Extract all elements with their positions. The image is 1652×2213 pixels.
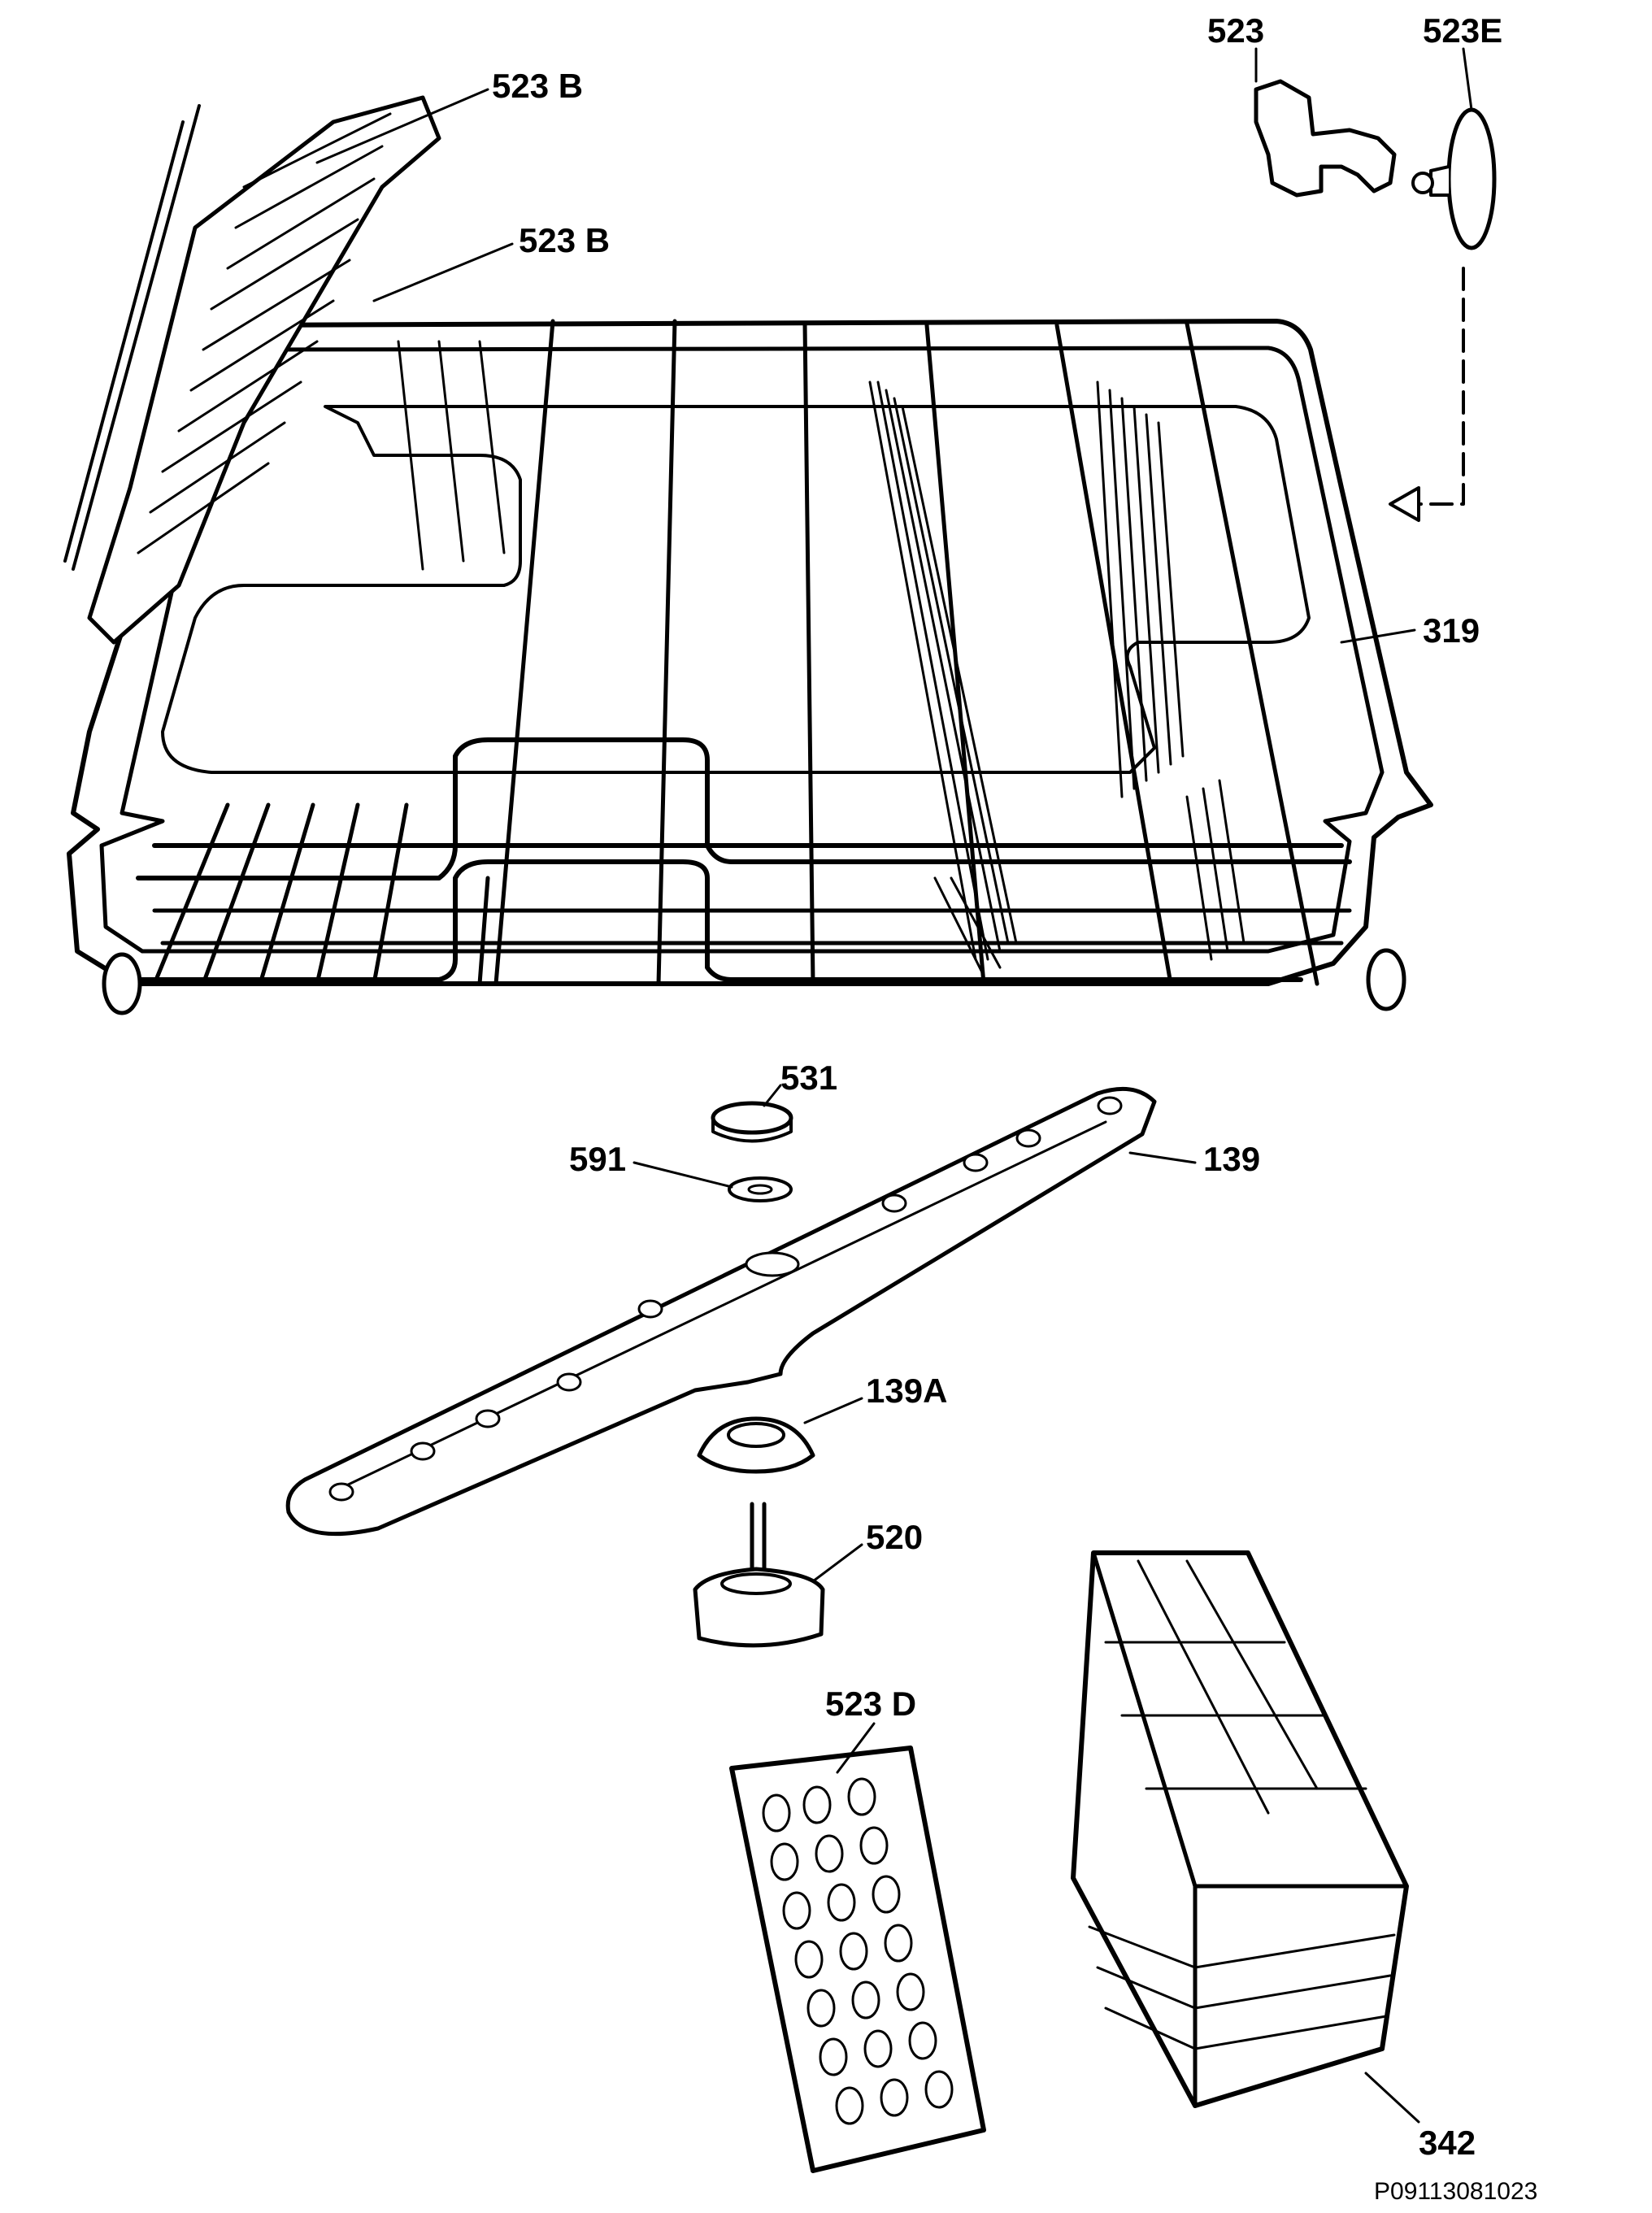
cutlery-basket [1071, 1550, 1409, 2108]
label-139a: 139A [866, 1372, 947, 1410]
label-342: 342 [1419, 2124, 1476, 2162]
lower-spray-arm [285, 1086, 1157, 1537]
end-cap-part [1411, 107, 1497, 250]
folding-rack-flaps [63, 95, 441, 645]
label-523b-lower: 523 B [519, 221, 610, 259]
label-523d: 523 D [825, 1685, 916, 1723]
leader-lines [315, 47, 1473, 2124]
reference-code: P09113081023 [1374, 2178, 1537, 2205]
spray-arm-nut [711, 1101, 793, 1143]
spray-arm-bearing [697, 1416, 815, 1474]
lower-basket-rack [67, 319, 1433, 1015]
label-319: 319 [1423, 611, 1480, 650]
spray-arm-support [693, 1502, 825, 1648]
insertion-arrow [1389, 267, 1465, 522]
washer [728, 1176, 793, 1202]
label-531: 531 [780, 1059, 837, 1097]
label-139: 139 [1203, 1140, 1260, 1178]
label-523b-upper: 523 B [492, 67, 583, 105]
label-523: 523 [1207, 11, 1264, 50]
clip-part [1254, 79, 1397, 198]
label-523e: 523E [1423, 11, 1502, 50]
cutlery-basket-lid [729, 1746, 986, 2173]
label-591: 591 [569, 1140, 626, 1178]
label-520: 520 [866, 1518, 923, 1556]
